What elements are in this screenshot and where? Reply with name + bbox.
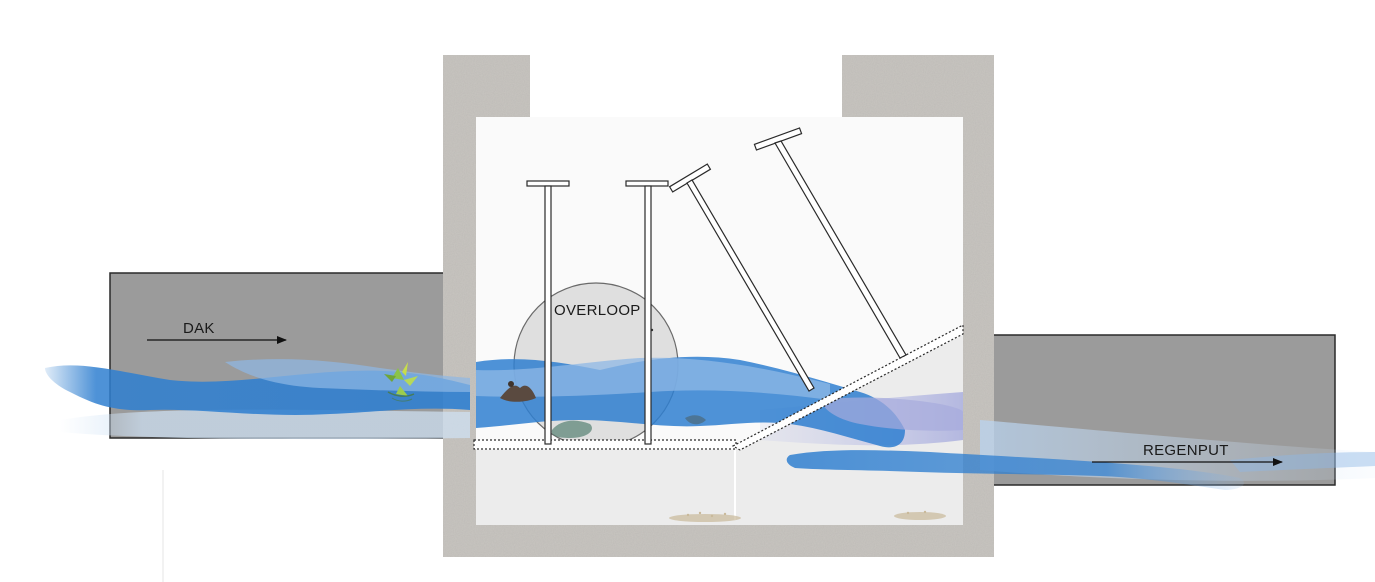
concrete-chamber — [443, 55, 994, 557]
outlet-label: REGENPUT — [1143, 442, 1229, 459]
water-chamber-light — [476, 357, 830, 400]
leaf-icon — [384, 362, 418, 402]
vertical-rod-2 — [625, 180, 669, 445]
inlet-label: DAK — [183, 320, 215, 337]
overflow-label: OVERLOOP — [554, 302, 641, 319]
filter-base-plate — [473, 439, 737, 450]
debris-icon — [500, 381, 706, 438]
sediment — [669, 510, 946, 522]
water-stream-outlet — [786, 450, 1245, 490]
angled-rod-1-shaft — [686, 179, 815, 392]
water-stream-outlet-light — [1230, 452, 1375, 472]
vertical-rod-1 — [526, 180, 570, 445]
filter-screen — [731, 324, 964, 451]
water-chamber-lavender — [820, 397, 963, 431]
water-mist-left — [60, 409, 470, 440]
angled-rod-2-shaft — [774, 140, 907, 359]
